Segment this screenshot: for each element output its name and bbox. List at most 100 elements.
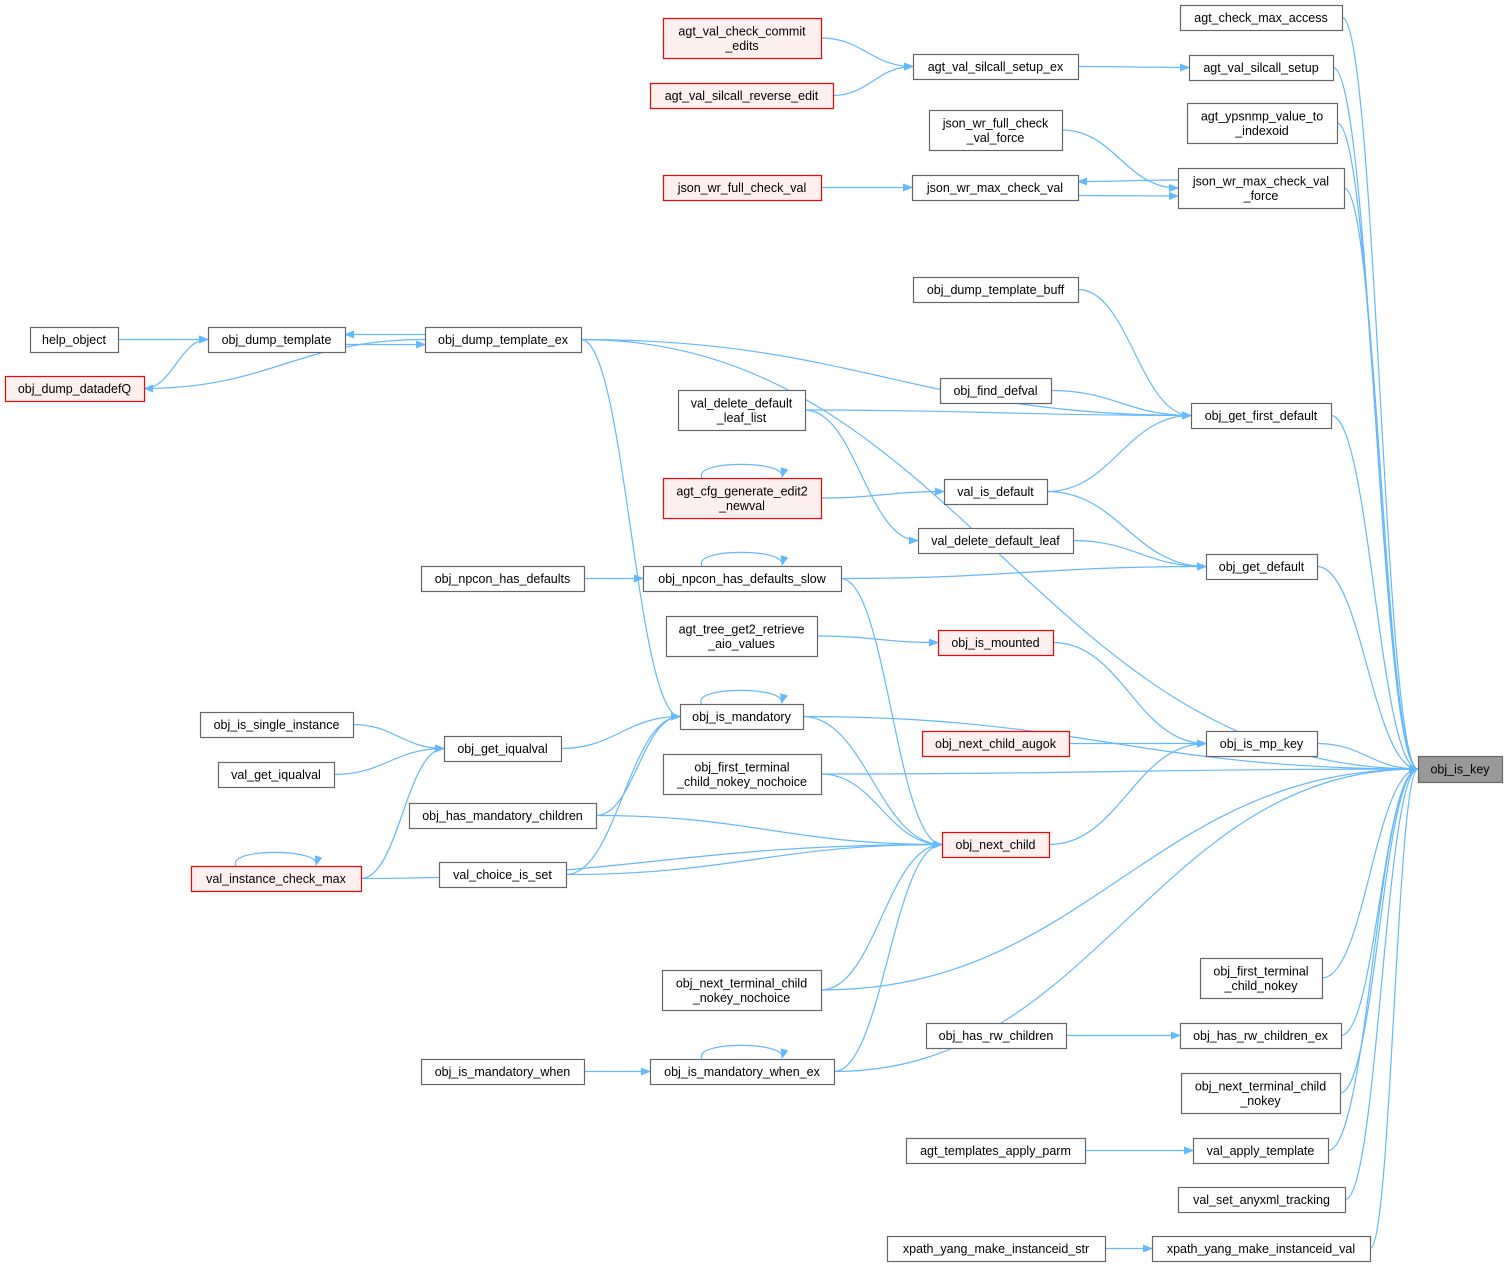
node-label: json_wr_full_check_val bbox=[677, 181, 807, 195]
node-obj-npcon-has-defaults-slow[interactable]: obj_npcon_has_defaults_slow bbox=[642, 565, 843, 593]
node-obj-is-mandatory-when-ex[interactable]: obj_is_mandatory_when_ex bbox=[649, 1058, 836, 1086]
node-label: _nokey_nochoice bbox=[692, 991, 790, 1005]
node-obj-is-mp-key[interactable]: obj_is_mp_key bbox=[1205, 730, 1319, 758]
node-label: json_wr_max_check_val bbox=[1192, 174, 1329, 188]
node-label: obj_is_mounted bbox=[951, 636, 1039, 650]
node-box bbox=[661, 969, 823, 1012]
node-obj-has-rw-children[interactable]: obj_has_rw_children bbox=[925, 1022, 1068, 1050]
node-box bbox=[679, 703, 805, 731]
edge-obj-is-single-instance-to-obj-get-iqualval bbox=[352, 723, 445, 753]
node-obj-next-terminal-child-nokey-nochoice[interactable]: obj_next_terminal_child_nokey_nochoice bbox=[661, 969, 823, 1012]
node-box bbox=[199, 711, 355, 739]
node-val-is-default[interactable]: val_is_default bbox=[943, 478, 1049, 506]
node-obj-get-default[interactable]: obj_get_default bbox=[1205, 553, 1319, 581]
node-box bbox=[1190, 402, 1333, 430]
edge-obj-next-terminal-child-nokey-to-obj-is-key bbox=[1339, 765, 1419, 1094]
edge-obj-is-mandatory-to-obj-next-child bbox=[802, 715, 943, 849]
edge-agt-tree-get2-retrieve-aio-values-to-obj-is-mounted bbox=[816, 635, 939, 647]
node-label: _nokey bbox=[1239, 1094, 1281, 1108]
node-box bbox=[886, 1235, 1107, 1263]
node-agt-check-max-access[interactable]: agt_check_max_access bbox=[1179, 4, 1344, 32]
node-label: obj_get_default bbox=[1219, 560, 1305, 574]
node-label: obj_next_child bbox=[956, 838, 1036, 852]
node-label: obj_is_single_instance bbox=[214, 718, 340, 732]
node-val-apply-template[interactable]: val_apply_template bbox=[1192, 1137, 1330, 1165]
node-xpath-yang-make-instanceid-val[interactable]: xpath_yang_make_instanceid_val bbox=[1151, 1235, 1372, 1263]
edge-obj-get-default-to-obj-is-key bbox=[1316, 565, 1419, 773]
node-val-get-iqualval[interactable]: val_get_iqualval bbox=[217, 761, 336, 789]
node-label: agt_val_check_commit bbox=[678, 24, 806, 38]
node-obj-first-terminal-child-nokey[interactable]: obj_first_terminal_child_nokey bbox=[1199, 957, 1324, 1000]
edge-obj-npcon-has-defaults-slow-to-obj-next-child bbox=[840, 577, 943, 849]
node-box bbox=[408, 802, 598, 830]
node-agt-val-silcall-setup[interactable]: agt_val_silcall_setup bbox=[1188, 54, 1335, 82]
node-box bbox=[1205, 553, 1319, 581]
edge-val-is-default-to-obj-get-default bbox=[1046, 490, 1207, 571]
node-json-wr-full-check-val[interactable]: json_wr_full_check_val bbox=[662, 174, 823, 202]
node-label: obj_get_iqualval bbox=[457, 742, 547, 756]
edge-obj-npcon-has-defaults-slow-to-obj-npcon-has-defaults-slow bbox=[700, 551, 789, 567]
node-label: agt_cfg_generate_edit2 bbox=[676, 484, 807, 498]
node-obj-is-mandatory[interactable]: obj_is_mandatory bbox=[679, 703, 805, 731]
node-box bbox=[420, 565, 586, 593]
node-obj-find-defval[interactable]: obj_find_defval bbox=[939, 377, 1053, 405]
node-obj-get-first-default[interactable]: obj_get_first_default bbox=[1190, 402, 1333, 430]
node-obj-npcon-has-defaults[interactable]: obj_npcon_has_defaults bbox=[420, 565, 586, 593]
node-agt-val-check-commit-edits[interactable]: agt_val_check_commit_edits bbox=[662, 17, 823, 60]
node-json-wr-max-check-val[interactable]: json_wr_max_check_val bbox=[911, 174, 1080, 202]
node-agt-templates-apply-parm[interactable]: agt_templates_apply_parm bbox=[905, 1137, 1087, 1165]
node-obj-next-child-augok[interactable]: obj_next_child_augok bbox=[921, 730, 1071, 758]
node-obj-dump-template-ex[interactable]: obj_dump_template_ex bbox=[424, 326, 583, 354]
node-box bbox=[649, 1058, 836, 1086]
node-obj-dump-template-buff[interactable]: obj_dump_template_buff bbox=[912, 276, 1080, 304]
node-box bbox=[642, 565, 843, 593]
node-obj-has-rw-children-ex[interactable]: obj_has_rw_children_ex bbox=[1179, 1022, 1343, 1050]
node-obj-is-key[interactable]: obj_is_key bbox=[1417, 755, 1504, 784]
node-box bbox=[937, 629, 1055, 657]
edge-obj-is-mounted-to-obj-is-mp-key bbox=[1052, 641, 1207, 748]
node-obj-is-single-instance[interactable]: obj_is_single_instance bbox=[199, 711, 355, 739]
node-obj-next-child[interactable]: obj_next_child bbox=[941, 831, 1051, 859]
node-val-instance-check-max[interactable]: val_instance_check_max bbox=[190, 865, 363, 893]
node-obj-is-mandatory-when[interactable]: obj_is_mandatory_when bbox=[420, 1058, 586, 1086]
edge-agt-val-check-commit-edits-to-agt-val-silcall-setup-ex bbox=[820, 37, 914, 71]
node-obj-dump-template[interactable]: obj_dump_template bbox=[207, 326, 347, 354]
node-obj-dump-datadefQ[interactable]: obj_dump_datadefQ bbox=[4, 375, 146, 403]
node-json-wr-full-check-val-force[interactable]: json_wr_full_check_val_force bbox=[928, 109, 1064, 152]
node-label: obj_get_first_default bbox=[1205, 409, 1318, 423]
node-label: xpath_yang_make_instanceid_val bbox=[1167, 1242, 1355, 1256]
node-val-set-anyxml-tracking[interactable]: val_set_anyxml_tracking bbox=[1177, 1186, 1347, 1214]
node-label: agt_val_silcall_setup bbox=[1203, 61, 1318, 75]
node-obj-is-mounted[interactable]: obj_is_mounted bbox=[937, 629, 1055, 657]
node-help-object[interactable]: help_object bbox=[29, 326, 120, 354]
edge-val-delete-default-leaf-to-obj-get-default bbox=[1072, 539, 1207, 571]
edge-obj-dump-template-buff-to-obj-get-first-default bbox=[1077, 288, 1192, 420]
node-box bbox=[911, 174, 1080, 202]
node-label: xpath_yang_make_instanceid_str bbox=[903, 1242, 1089, 1256]
node-val-delete-default-leaf[interactable]: val_delete_default_leaf bbox=[917, 527, 1075, 555]
node-agt-val-silcall-reverse-edit[interactable]: agt_val_silcall_reverse_edit bbox=[649, 82, 835, 110]
node-obj-next-terminal-child-nokey[interactable]: obj_next_terminal_child_nokey bbox=[1180, 1072, 1342, 1115]
node-agt-ypsnmp-value-to-indexoid[interactable]: agt_ypsnmp_value_to_indexoid bbox=[1186, 102, 1339, 145]
node-label: agt_check_max_access bbox=[1194, 11, 1327, 25]
node-box bbox=[928, 109, 1064, 152]
edge-obj-next-terminal-child-nokey-nochoice-to-obj-is-key bbox=[820, 765, 1419, 991]
edge-obj-next-terminal-child-nokey-nochoice-to-obj-next-child bbox=[820, 840, 943, 991]
node-xpath-yang-make-instanceid-str[interactable]: xpath_yang_make_instanceid_str bbox=[886, 1235, 1107, 1263]
node-obj-get-iqualval[interactable]: obj_get_iqualval bbox=[443, 735, 563, 763]
node-box bbox=[443, 735, 563, 763]
node-label: val_set_anyxml_tracking bbox=[1193, 1193, 1330, 1207]
node-label: _edits bbox=[724, 39, 758, 53]
node-agt-val-silcall-setup-ex[interactable]: agt_val_silcall_setup_ex bbox=[912, 53, 1080, 81]
node-val-delete-default-leaf-list[interactable]: val_delete_default_leaf_list bbox=[677, 389, 807, 432]
node-box bbox=[1151, 1235, 1372, 1263]
node-obj-first-terminal-child-nokey-nochoice[interactable]: obj_first_terminal_child_nokey_nochoice bbox=[662, 753, 823, 796]
edge-obj-is-mandatory-to-obj-is-key bbox=[802, 715, 1419, 773]
node-json-wr-max-check-val-force[interactable]: json_wr_max_check_val_force bbox=[1177, 167, 1346, 210]
node-label: obj_dump_template bbox=[222, 333, 332, 347]
node-agt-tree-get2-retrieve-aio-values[interactable]: agt_tree_get2_retrieve_aio_values bbox=[665, 615, 819, 658]
node-obj-has-mandatory-children[interactable]: obj_has_mandatory_children bbox=[408, 802, 598, 830]
edge-val-set-anyxml-tracking-to-obj-is-key bbox=[1344, 765, 1419, 1201]
node-agt-cfg-generate-edit2-newval[interactable]: agt_cfg_generate_edit2_newval bbox=[662, 477, 823, 520]
node-val-choice-is-set[interactable]: val_choice_is_set bbox=[438, 861, 568, 889]
